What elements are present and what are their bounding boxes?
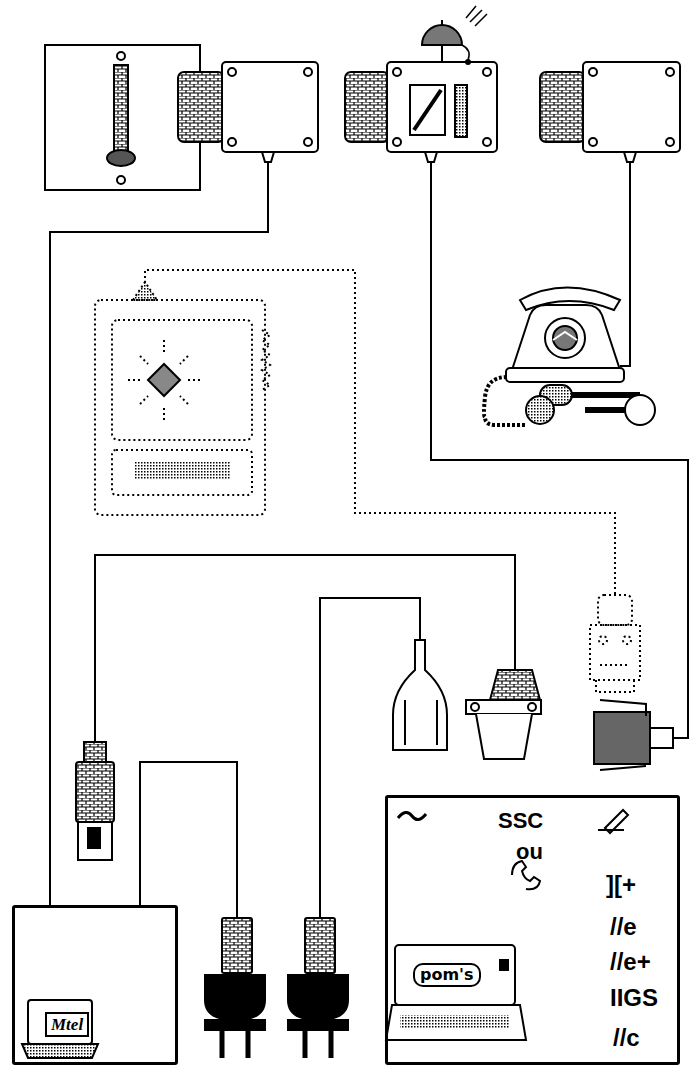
node-label: ou <box>516 841 543 863</box>
wall-plate <box>45 45 200 190</box>
wire <box>620 162 630 366</box>
tel-plug <box>594 700 673 770</box>
wire <box>95 555 515 742</box>
din-plug <box>76 742 114 860</box>
node-label: Mtel <box>45 1012 89 1037</box>
apple-computer-icon <box>386 810 628 1040</box>
node-label: IIGS <box>610 986 658 1010</box>
wire <box>50 162 268 905</box>
phone-junction-bell <box>345 6 497 162</box>
db25-connector <box>466 670 541 759</box>
telephone <box>484 288 655 426</box>
wire <box>431 162 688 738</box>
wire <box>320 598 420 918</box>
node-label: pom's <box>413 963 481 987</box>
node-label: ][+ <box>606 873 636 897</box>
phone-junction <box>178 62 318 162</box>
wire <box>140 762 237 918</box>
phone-junction <box>540 62 680 162</box>
minitel-box: Mtel <box>12 905 178 1065</box>
round-connector <box>393 640 447 750</box>
mains-plug <box>288 918 348 1058</box>
node-label: SSC <box>498 810 543 832</box>
minitel-icon <box>22 1000 98 1058</box>
node-label: //c <box>613 1026 640 1050</box>
apple-box: SSC ou ][+ //e //e+ IIGS //c pom's <box>385 795 680 1065</box>
modem-option <box>95 270 640 692</box>
node-label: //e <box>610 915 637 939</box>
node-label: //e+ <box>610 950 651 974</box>
mains-plug <box>205 918 265 1058</box>
